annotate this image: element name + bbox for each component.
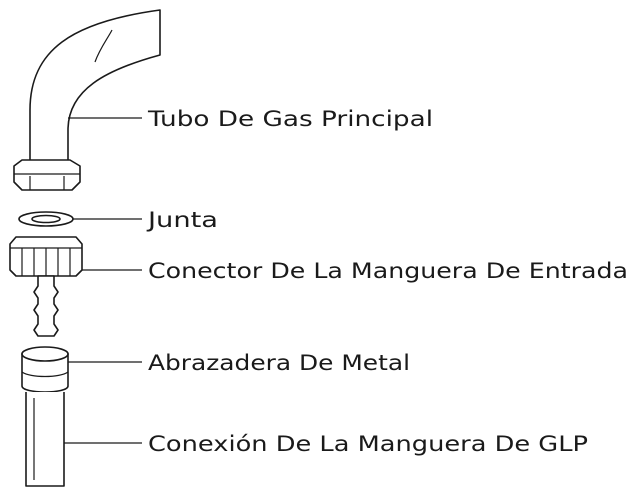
pipe-hex-nut [13, 159, 81, 191]
label-inlet-hose-connector: Conector De La Manguera De Entrada [148, 259, 628, 283]
label-metal-clamp: Abrazadera De Metal [148, 351, 410, 375]
label-main-gas-pipe: Tubo De Gas Principal [147, 107, 433, 131]
metal-clamp [21, 346, 69, 393]
label-gasket: Junta [145, 208, 218, 232]
gasket [18, 211, 74, 227]
label-lpg-hose-connection: Conexión De La Manguera De GLP [148, 432, 588, 456]
lpg-hose [25, 392, 65, 487]
main-gas-pipe [29, 9, 161, 173]
inlet-hose-connector [9, 236, 83, 337]
